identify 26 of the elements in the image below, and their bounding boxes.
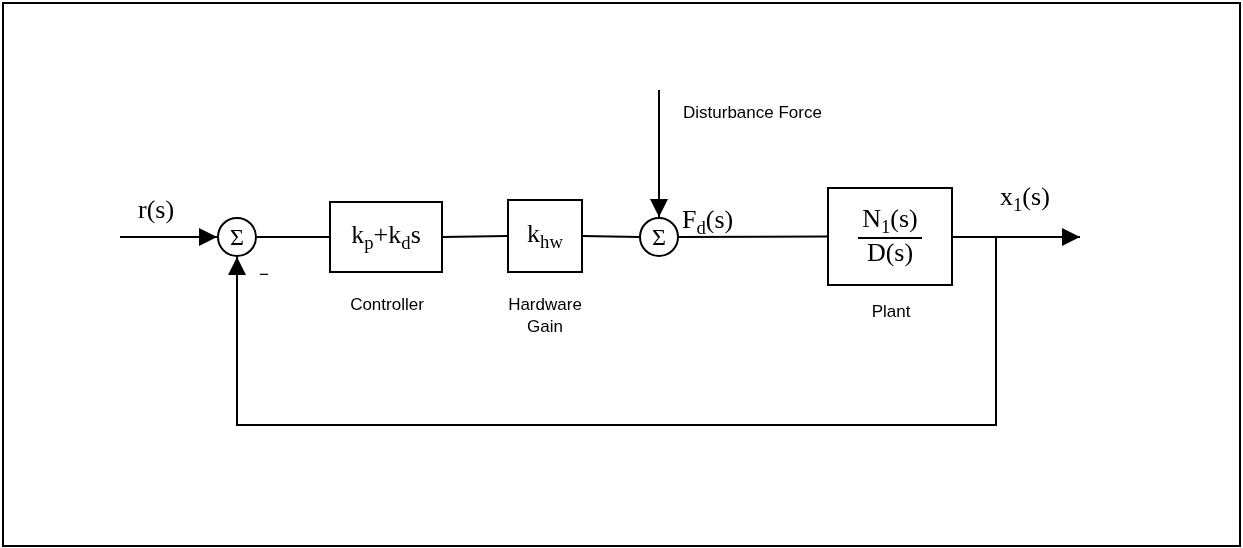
summing-junction — [217, 217, 257, 257]
sum-symbol: Σ — [652, 223, 666, 251]
signal-arrow — [650, 89, 668, 218]
transfer-block — [827, 187, 953, 286]
signal-line — [442, 235, 508, 238]
transfer-function: k$_{hw}$ — [527, 219, 563, 253]
signal-label: r(s) — [138, 196, 175, 225]
block-caption: Plant — [870, 301, 912, 323]
summing-junction — [639, 217, 679, 257]
minus-sign: − — [259, 264, 269, 286]
denominator: D(s) — [866, 239, 914, 268]
signal-arrow — [228, 236, 997, 426]
block-caption: Controller — [349, 294, 425, 316]
transfer-function: k$_{p}$+k$_{d}$s — [351, 220, 421, 254]
transfer-block — [507, 199, 583, 273]
block-caption: Hardware Gain — [507, 294, 583, 339]
sum-symbol: Σ — [230, 223, 244, 251]
signal-label: x$_{1}$(s) — [1000, 183, 1050, 216]
signal-note: Disturbance Force — [683, 102, 823, 124]
numerator: N$_{1}$(s) — [858, 205, 922, 240]
signal-line — [582, 235, 640, 238]
signal-label: F$_{d}$(s) — [682, 206, 734, 239]
signal-line — [256, 236, 330, 238]
signal-arrow — [119, 228, 218, 246]
signal-line — [678, 235, 828, 238]
transfer-block — [329, 201, 443, 273]
